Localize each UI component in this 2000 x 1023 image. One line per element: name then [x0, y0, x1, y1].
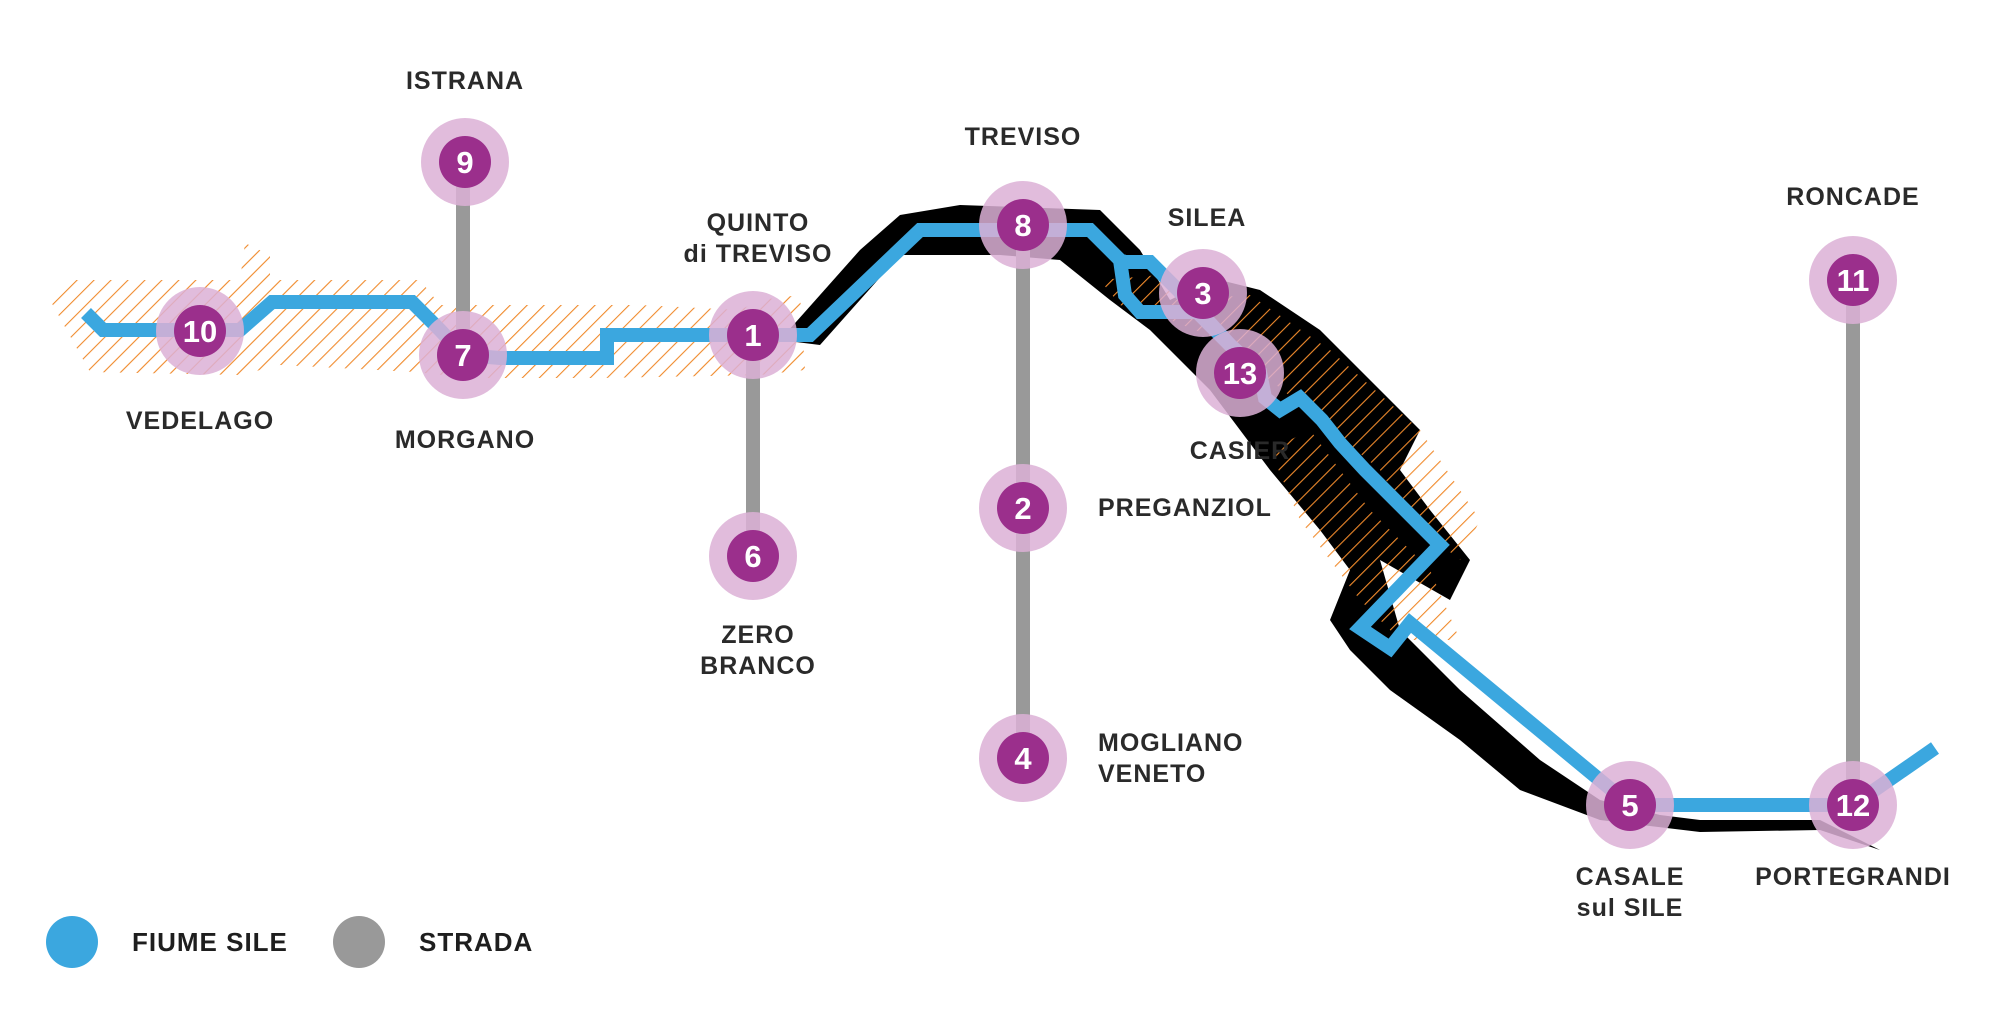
stop-node-1[interactable]: 1: [709, 291, 797, 379]
label-vedelago: VEDELAGO: [125, 407, 275, 435]
label-portegrandi: PORTEGRANDI: [1755, 863, 1951, 891]
stop-node-13[interactable]: 13: [1196, 329, 1284, 417]
legend-road: STRADA: [333, 916, 533, 968]
stop-node-8[interactable]: 8: [979, 181, 1067, 269]
label-preganziol: PREGANZIOL: [1098, 494, 1272, 522]
label-silea: SILEA: [1167, 204, 1247, 232]
stop-number-13: 13: [1223, 356, 1257, 391]
river-swatch: [46, 916, 98, 968]
roads: [456, 162, 1860, 805]
label-roncade: RONCADE: [1786, 183, 1920, 211]
label-morgano: MORGANO: [394, 426, 536, 454]
label-zero-branco: ZERO BRANCO: [700, 621, 816, 680]
stop-number-11: 11: [1837, 263, 1870, 298]
stop-number-6: 6: [744, 539, 761, 574]
label-casier: CASIER: [1189, 437, 1291, 465]
stop-node-6[interactable]: 6: [709, 512, 797, 600]
stop-number-1: 1: [744, 318, 761, 353]
stop-node-7[interactable]: 7: [419, 311, 507, 399]
label-treviso: TREVISO: [964, 123, 1082, 151]
road-swatch: [333, 916, 385, 968]
stop-number-8: 8: [1014, 208, 1031, 243]
stop-node-5[interactable]: 5: [1586, 761, 1674, 849]
stop-node-12[interactable]: 12: [1809, 761, 1897, 849]
stop-number-2: 2: [1014, 491, 1031, 526]
stop-number-10: 10: [183, 314, 217, 349]
stop-node-10[interactable]: 10: [156, 287, 244, 375]
stop-number-9: 9: [456, 145, 473, 180]
legend-river: FIUME SILE: [46, 916, 288, 968]
label-istrana: ISTRANA: [405, 67, 525, 95]
legend-road-label: STRADA: [419, 926, 534, 957]
river-sile: [81, 223, 1939, 812]
label-mogliano-veneto: MOGLIANO VENETO: [1098, 729, 1244, 788]
label-casale-sul-sile: CASALE sul SILE: [1575, 863, 1685, 922]
stop-node-11[interactable]: 11: [1809, 236, 1897, 324]
stop-node-3[interactable]: 3: [1159, 249, 1247, 337]
stop-number-4: 4: [1014, 741, 1032, 776]
stop-node-9[interactable]: 9: [421, 118, 509, 206]
label-quinto-di-treviso: QUINTO di TREVISO: [683, 209, 833, 268]
legend-river-label: FIUME SILE: [132, 926, 288, 957]
stop-number-7: 7: [454, 338, 471, 373]
stop-node-4[interactable]: 4: [979, 714, 1067, 802]
stop-number-3: 3: [1194, 276, 1211, 311]
stop-node-2[interactable]: 2: [979, 464, 1067, 552]
stop-number-5: 5: [1621, 788, 1638, 823]
stop-number-12: 12: [1836, 788, 1870, 823]
